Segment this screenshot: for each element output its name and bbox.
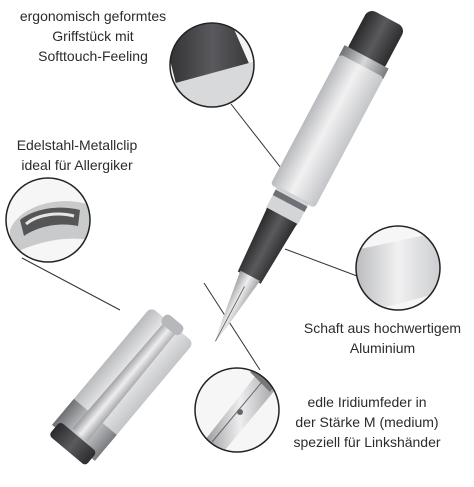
grip-callout: ergonomisch geformtes Griffstück mit Sof… [18,6,168,66]
grip-line-2: Griffstück mit [52,28,134,44]
barrel-line-2: Aluminium [349,340,416,356]
nib-line-3: speziell für Linkshänder [293,434,441,450]
clip-line-2: ideal für Allergiker [21,157,133,173]
nib-line-1: edle Iridiumfeder in [307,394,427,410]
grip-line-3: Softtouch-Feeling [38,48,148,64]
clip-line-1: Edelstahl-Metallclip [16,137,138,153]
barrel-callout: Schaft aus hochwertigem Aluminium [300,318,465,358]
nib-detail-icon [194,367,280,453]
barrel-line-1: Schaft aus hochwertigem [303,320,462,336]
grip-detail-icon [169,22,255,108]
clip-detail-icon [5,177,91,263]
nib-callout: edle Iridiumfeder in der Stärke M (mediu… [282,392,452,452]
pen-body [214,10,403,344]
barrel-detail-icon [355,225,441,311]
grip-line-1: ergonomisch geformtes [19,8,167,24]
pen-cap [50,309,192,465]
clip-callout: Edelstahl-Metallclip ideal für Allergike… [2,135,152,175]
nib-line-2: der Stärke M (medium) [295,414,439,430]
